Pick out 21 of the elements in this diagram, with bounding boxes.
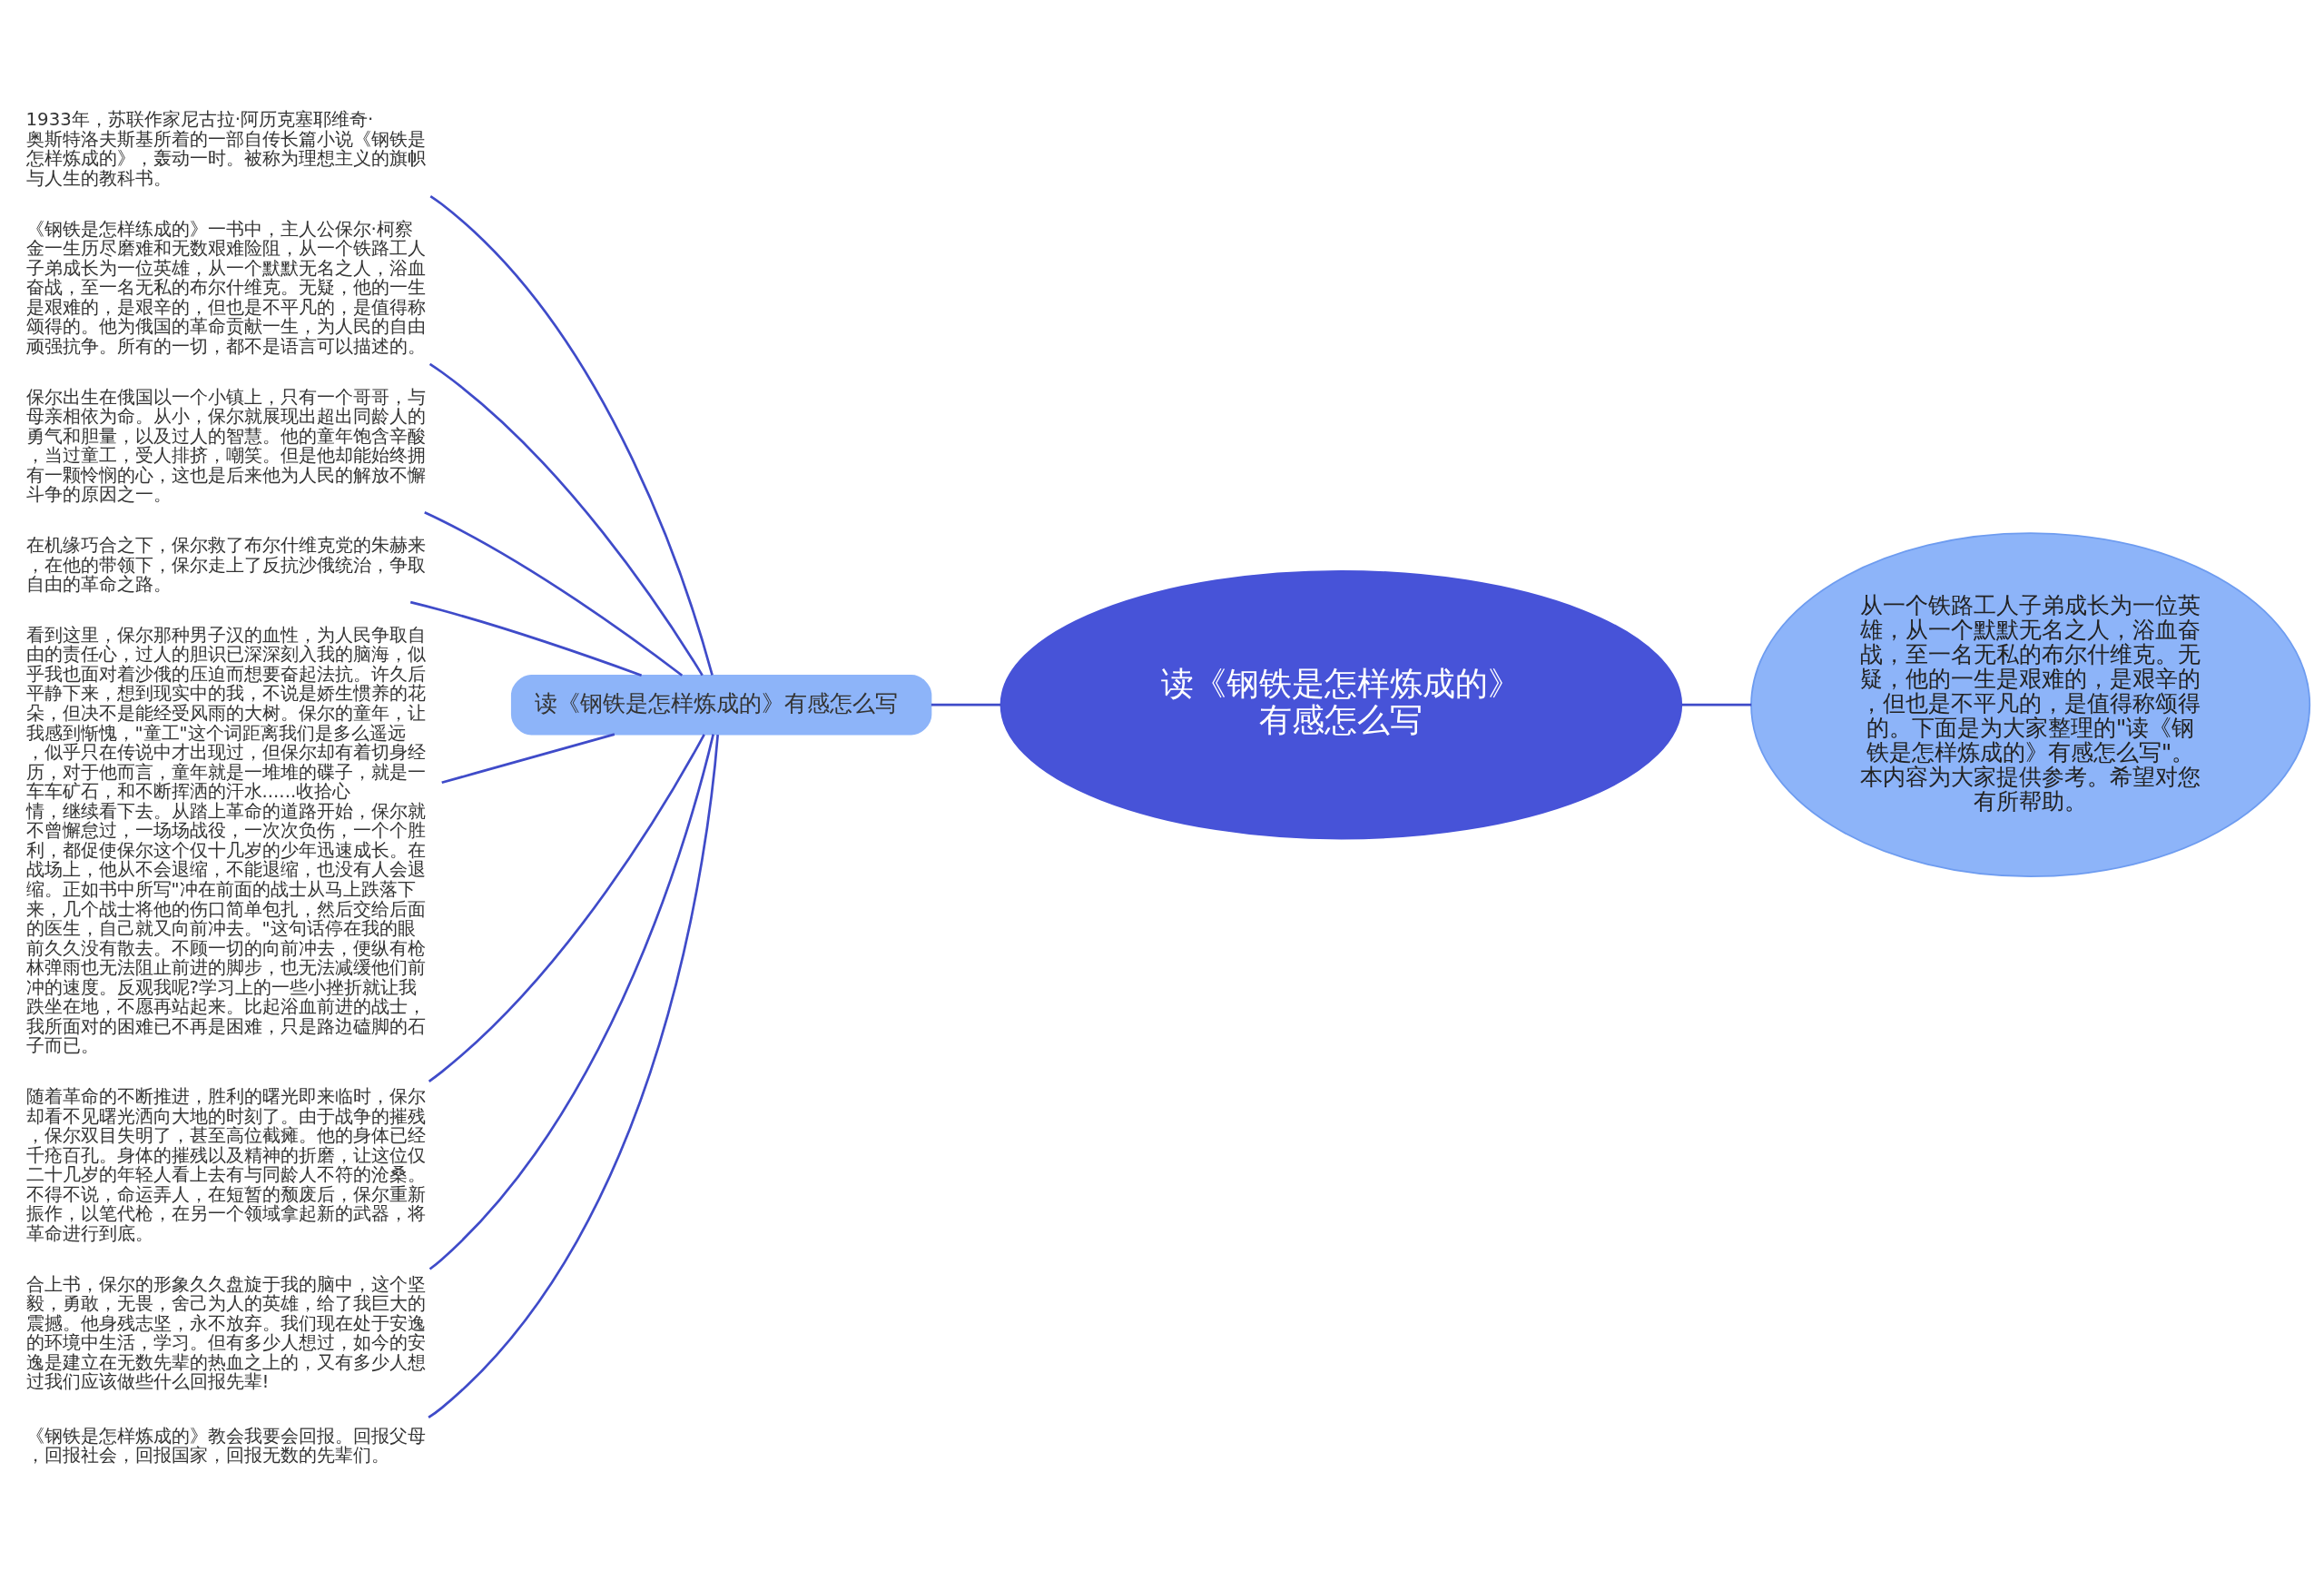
node-text: 《钢铁是怎样练成的》一书中，主人公保尔·柯察金一生历尽磨难和无数艰难险阻，从一个铁路工人子弟成长为一位英雄，从一个默默无名之人，浴血奋战，至一名无私的布尔什维克。无疑，他的一生是艰难的，是艰辛的，但也是不平凡的，是值得称颂得的。他为俄国的革命贡献一生，为人民的自由顽强抗争。所有的一切，都不是语言可以描述的。 [25, 218, 426, 357]
node-ellipse: 读《钢铁是怎样炼成的》有感怎么写 [1000, 569, 1683, 840]
connector [428, 734, 719, 1419]
connector [424, 511, 684, 677]
connector [429, 194, 714, 676]
node-text: 保尔出生在俄国以一个小镇上，只有一个哥哥，与母亲相依为命。从小，保尔就展现出超出同龄人的勇气和胆量，以及过人的智慧。他的童年饱含辛酸，当过童工，受人排挤，嘲笑。但是他却能始终拥有一颗怜悯的心，这也是后来他为人民的解放不懈斗争的原因之一。 [25, 386, 426, 506]
connector [441, 733, 615, 785]
connector [931, 703, 1001, 707]
connector [428, 362, 704, 677]
node-text: 随着革命的不断推进，胜利的曙光即来临时，保尔却看不见曙光洒向大地的时刻了。由于战争的摧残，保尔双目失明了，甚至高位截瘫。他的身体已经千疮百孔。身体的摧残以及精神的折磨，让这位仅二十几岁的年轻人看上去有与同龄人不符的沧桑。不得不说，命运弄人，在短暂的颓废后，保尔重新振作，以笔代枪，在另一个领域拿起新的武器，将革命进行到底。 [25, 1086, 426, 1244]
node-text: 看到这里，保尔那种男子汉的血性，为人民争取自由的责任心，过人的胆识已深深刻入我的脑海，似乎我也面对着沙俄的压迫而想要奋起法抗。许久后平静下来，想到现实中的我，不说是娇生惯养的花朵，但决不是能经受风雨的大树。保尔的童年，让我感到惭愧，"童工"这个词距离我们是多么遥远，似乎只在传说中才出现过，但保尔却有着切身经历，对于他而言，童年就是一堆堆的碟子，就是一车车矿石，和不断挥洒的汗水......收拾心情，继续看下去。从踏上革命的道路开始，保尔就不曾懈怠过，一场场战役，一次次负伤，一个个胜利，都促使保尔这个仅十几岁的少年迅速成长。在战场上，他从不会退缩，不能退缩，也没有人会退缩。正如书中所写"冲在前面的战士从马上跌落下来，几个战士将他的伤口简单包扎，然后交给后面的医生，自己就又向前冲去。"这句话停在我的眼前久久没有散去。不顾一切的向前冲去，便纵有枪林弹雨也无法阻止前进的脚步，也无法减缓他们前冲的速度。反观我呢?学习上的一些小挫折就让我跌坐在地，不愿再站起来。比起浴血前进的战士，我所面对的困难已不再是困难，只是路边磕脚的石子而已。 [25, 624, 426, 1057]
node-text: 1933年，苏联作家尼古拉·阿历克塞耶维奇·奥斯特洛夫斯基所着的一部自传长篇小说《钢铁是怎样炼成的》，轰动一时。被称为理想主义的旗帜与人生的教科书。 [25, 109, 426, 189]
node-ellipse: 从一个铁路工人子弟成长为一位英雄，从一个默默无名之人，浴血奋战，至一名无私的布尔什维克。无疑，他的一生是艰难的，是艰辛的，但也是不平凡的，是值得称颂得的。下面是为大家整理的"读《钢铁是怎样炼成的》有感怎么写"。本内容为大家提供参考。希望对您有所帮助。 [1750, 532, 2311, 878]
node-text: 合上书，保尔的形象久久盘旋于我的脑中，这个坚毅，勇敢，无畏，舍己为人的英雄，给了我巨大的震撼。他身残志坚，永不放弃。我们现在处于安逸的环境中生活，学习。但有多少人想过，如今的安逸是建立在无数先辈的热血之上的，又有多少人想过我们应该做些什么回报先辈! [25, 1273, 426, 1393]
connector [428, 734, 714, 1270]
node-text: 在机缘巧合之下，保尔救了布尔什维克党的朱赫来，在他的带领下，保尔走上了反抗沙俄统治，争取自由的革命之路。 [25, 534, 426, 596]
node-box: 读《钢铁是怎样炼成的》有感怎么写 [510, 674, 932, 736]
connector [1681, 703, 1752, 707]
connector [428, 734, 705, 1082]
connector [409, 600, 643, 677]
node-text: 《钢铁是怎样炼成的》教会我要会回报。回报父母，回报社会，回报国家，回报无数的先辈们。 [25, 1425, 426, 1467]
